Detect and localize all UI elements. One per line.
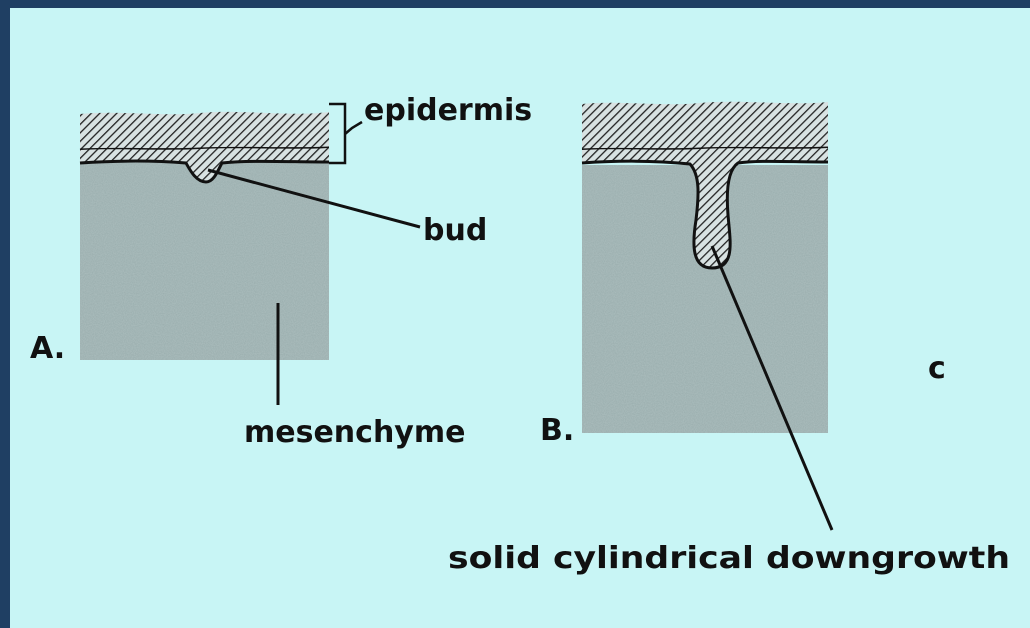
panel-b <box>582 102 828 433</box>
epidermis-layer-b <box>582 102 828 150</box>
panel-a <box>80 112 329 360</box>
label-panel-a: A. <box>30 331 65 366</box>
label-mesenchyme: mesenchyme <box>244 415 465 450</box>
label-panel-b: B. <box>540 413 574 448</box>
label-solid-cylindrical-downgrowth: solid cylindrical downgrowth <box>448 541 1010 576</box>
epidermis-layer-a <box>80 112 329 150</box>
epidermis-bracket <box>329 104 345 163</box>
label-panel-c: c <box>928 351 946 386</box>
label-bud: bud <box>423 213 487 248</box>
label-epidermis: epidermis <box>364 93 532 128</box>
